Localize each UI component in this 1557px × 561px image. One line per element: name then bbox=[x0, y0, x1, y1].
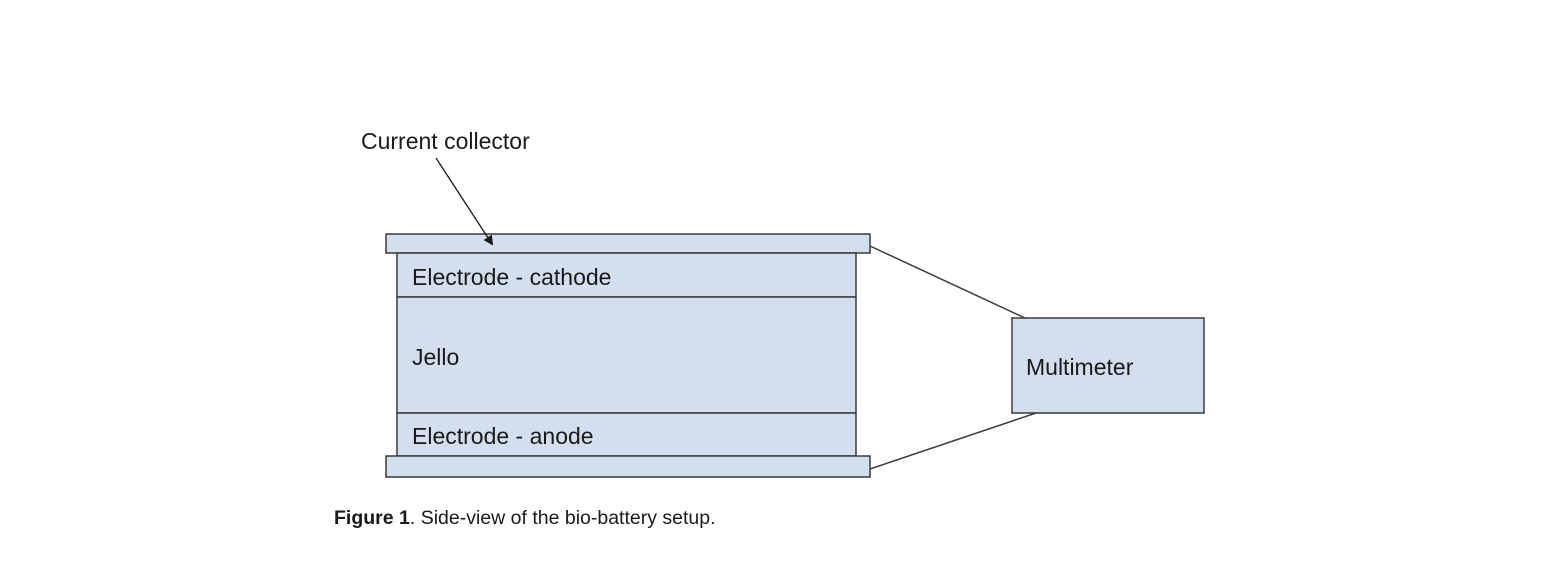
cathode-label: Electrode - cathode bbox=[412, 264, 611, 290]
multimeter-box bbox=[1011, 317, 1205, 414]
bottom-current-collector bbox=[385, 455, 871, 478]
current-collector-label: Current collector bbox=[361, 128, 530, 154]
jello-label: Jello bbox=[412, 344, 459, 370]
anode-label: Electrode - anode bbox=[412, 423, 594, 449]
figure-number: Figure 1 bbox=[334, 507, 410, 529]
current-collector-arrow bbox=[435, 157, 494, 246]
cathode-layer bbox=[396, 252, 857, 298]
figure-caption-text: . Side-view of the bio-battery setup. bbox=[409, 507, 716, 529]
multimeter-label: Multimeter bbox=[1026, 354, 1134, 380]
top-wire bbox=[869, 245, 1026, 319]
anode-layer bbox=[396, 412, 857, 457]
jello-layer bbox=[396, 296, 857, 414]
top-current-collector bbox=[385, 233, 871, 254]
figure-caption: Figure 1. Side-view of the bio-battery s… bbox=[334, 507, 716, 530]
bottom-wire bbox=[869, 412, 1037, 470]
